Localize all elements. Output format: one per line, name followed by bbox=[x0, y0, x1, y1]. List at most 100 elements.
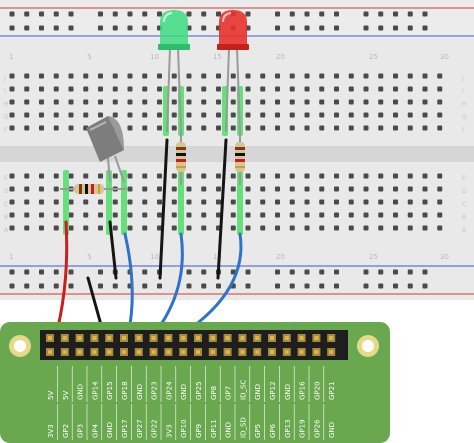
bottom-pin-label: GP4 bbox=[91, 423, 99, 438]
row-letter-e: E bbox=[4, 175, 8, 182]
breadboard-hole bbox=[157, 73, 162, 79]
breadboard-hole bbox=[304, 283, 310, 289]
breadboard-hole bbox=[142, 173, 148, 179]
top-pin-label: GP24 bbox=[165, 381, 173, 400]
breadboard-hole bbox=[407, 173, 413, 179]
breadboard-hole bbox=[393, 112, 398, 118]
breadboard-hole bbox=[245, 11, 251, 17]
breadboard-hole bbox=[437, 199, 443, 205]
header-pin-tip bbox=[314, 336, 319, 340]
breadboard-hole bbox=[230, 225, 236, 231]
header-pin-tip bbox=[62, 350, 67, 354]
breadboard-hole bbox=[363, 225, 369, 231]
breadboard-hole bbox=[275, 173, 280, 179]
breadboard-hole bbox=[363, 269, 369, 275]
breadboard-hole bbox=[230, 112, 236, 118]
header-pin-tip bbox=[166, 336, 171, 340]
breadboard-hole bbox=[39, 112, 44, 118]
breadboard-hole bbox=[378, 173, 384, 179]
breadboard-hole bbox=[127, 173, 133, 179]
breadboard-hole bbox=[275, 99, 280, 105]
breadboard-hole bbox=[245, 212, 251, 218]
breadboard-hole bbox=[437, 112, 443, 118]
resistor-green-led bbox=[176, 130, 186, 185]
breadboard-hole bbox=[157, 86, 162, 92]
breadboard-hole bbox=[407, 186, 413, 192]
breadboard-hole bbox=[157, 186, 162, 192]
row-letter-d: D bbox=[4, 188, 9, 195]
breadboard-hole bbox=[157, 112, 162, 118]
breadboard-hole bbox=[422, 125, 428, 131]
breadboard-hole bbox=[289, 99, 295, 105]
breadboard-hole bbox=[393, 283, 398, 289]
breadboard-hole bbox=[39, 269, 44, 275]
breadboard-hole bbox=[260, 173, 266, 179]
header-pin-tip bbox=[284, 350, 289, 354]
breadboard-hole bbox=[289, 125, 295, 131]
breadboard-hole bbox=[98, 73, 103, 79]
breadboard-hole bbox=[334, 11, 339, 17]
breadboard-hole bbox=[127, 11, 133, 17]
breadboard-hole bbox=[319, 73, 325, 79]
breadboard-hole bbox=[53, 212, 59, 218]
breadboard-hole bbox=[127, 86, 133, 92]
breadboard-hole bbox=[334, 225, 339, 231]
row-letter-g-right: G bbox=[462, 114, 467, 121]
tmp36-temperature-sensor-icon bbox=[86, 116, 125, 183]
breadboard-hole bbox=[378, 73, 384, 79]
breadboard-hole bbox=[171, 186, 177, 192]
breadboard-hole bbox=[304, 25, 310, 31]
breadboard-hole bbox=[127, 125, 133, 131]
breadboard-hole bbox=[186, 186, 192, 192]
breadboard-hole bbox=[216, 173, 221, 179]
breadboard-hole bbox=[171, 86, 177, 92]
breadboard-hole bbox=[9, 73, 15, 79]
breadboard-hole bbox=[201, 25, 207, 31]
breadboard-hole bbox=[68, 112, 74, 118]
top-pin-label: GND bbox=[254, 384, 262, 400]
breadboard-hole bbox=[289, 269, 295, 275]
col-number-15-bottom: 15 bbox=[213, 253, 222, 261]
breadboard-hole bbox=[216, 186, 221, 192]
bottom-pin-label: GP22 bbox=[151, 419, 159, 438]
breadboard-hole bbox=[275, 73, 280, 79]
breadboard-hole bbox=[334, 173, 339, 179]
header-pin-tip bbox=[107, 336, 112, 340]
breadboard-hole bbox=[245, 225, 251, 231]
row-letter-d-right: D bbox=[462, 188, 467, 195]
breadboard-hole bbox=[437, 73, 443, 79]
breadboard-hole bbox=[334, 86, 339, 92]
breadboard-hole bbox=[393, 225, 398, 231]
breadboard-hole bbox=[260, 99, 266, 105]
bottom-pin-label: GP19 bbox=[299, 419, 307, 438]
breadboard-hole bbox=[24, 283, 30, 289]
bottom-pin-label: GND bbox=[328, 422, 336, 438]
breadboard-hole bbox=[53, 283, 59, 289]
breadboard-hole bbox=[186, 269, 192, 275]
breadboard-hole bbox=[9, 125, 15, 131]
breadboard-hole bbox=[230, 125, 236, 131]
breadboard-hole bbox=[201, 86, 207, 92]
top-pin-label: GP8 bbox=[210, 386, 218, 400]
top-pin-label: GP21 bbox=[328, 381, 336, 400]
header-pin-tip bbox=[166, 350, 171, 354]
bottom-pin-label: GP11 bbox=[210, 419, 218, 438]
breadboard-hole bbox=[201, 99, 207, 105]
breadboard-hole bbox=[9, 25, 15, 31]
breadboard-hole bbox=[186, 199, 192, 205]
breadboard-hole bbox=[289, 186, 295, 192]
breadboard-hole bbox=[39, 212, 44, 218]
breadboard-hole bbox=[289, 212, 295, 218]
col-number-30: 30 bbox=[440, 53, 449, 61]
breadboard-hole bbox=[289, 25, 295, 31]
breadboard-hole bbox=[68, 86, 74, 92]
resistor-red-led bbox=[235, 130, 245, 185]
breadboard-hole bbox=[422, 186, 428, 192]
breadboard-hole bbox=[112, 283, 118, 289]
breadboard-hole bbox=[68, 225, 74, 231]
breadboard-hole bbox=[230, 99, 236, 105]
breadboard-hole bbox=[157, 125, 162, 131]
breadboard-hole bbox=[275, 112, 280, 118]
resistor-sensor bbox=[60, 184, 126, 194]
breadboard-hole bbox=[378, 199, 384, 205]
